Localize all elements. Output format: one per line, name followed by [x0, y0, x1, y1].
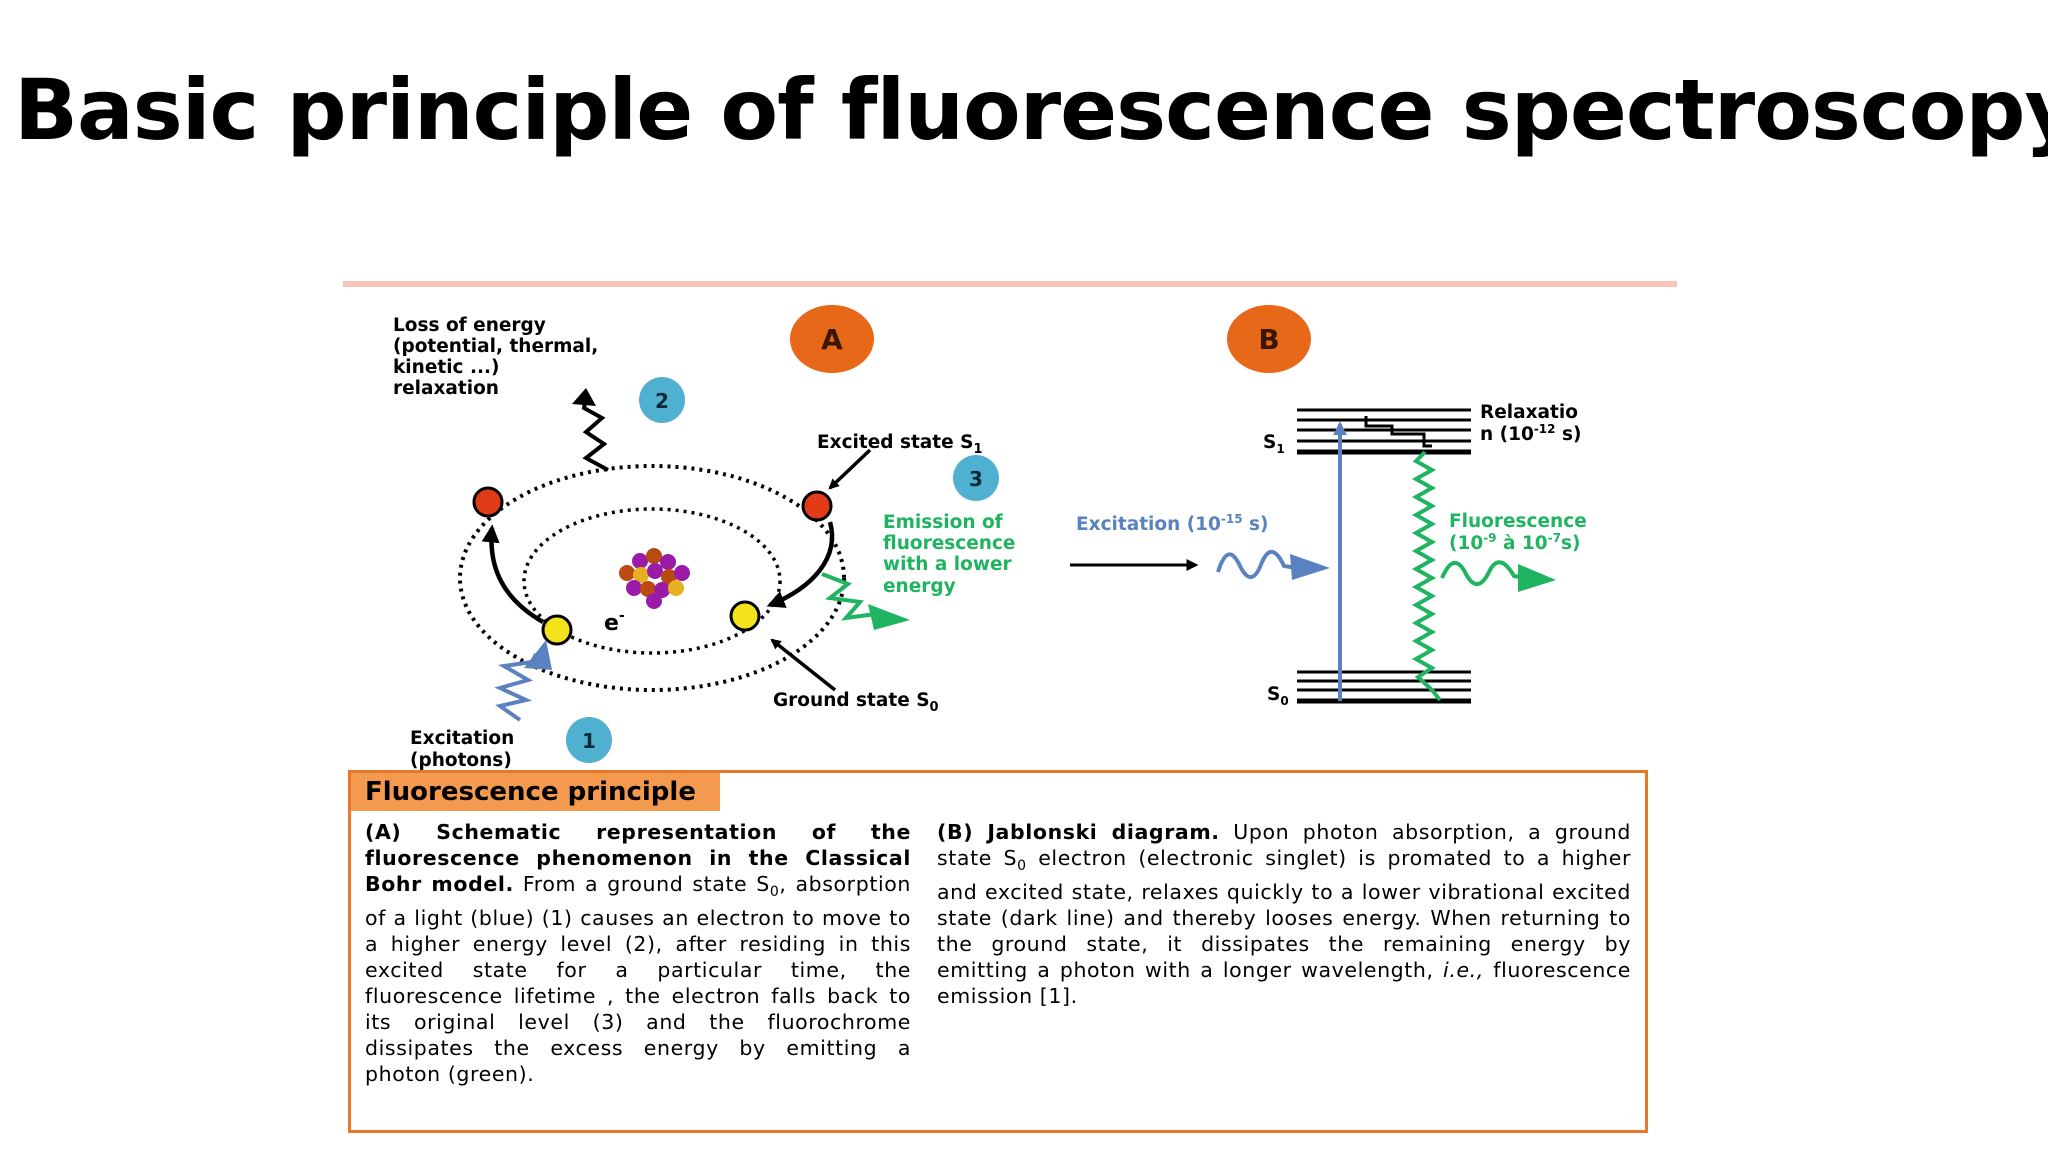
panel-b-badge: B — [1258, 323, 1279, 356]
relaxation-squiggle — [581, 397, 609, 472]
fluorescence-wave-arrowhead — [1518, 564, 1556, 592]
caption-header: Fluorescence principle — [351, 773, 720, 811]
fluorescence-label-line1: Fluorescence — [1449, 511, 1587, 532]
excitation-photon — [494, 653, 538, 722]
ground-state-pointer — [770, 638, 837, 692]
excitation-transition-arrow — [481, 524, 545, 624]
outer-orbit — [458, 464, 846, 692]
electron-excited-right — [801, 490, 833, 522]
excitation-wave — [1216, 550, 1297, 579]
svg-text:energy: energy — [883, 576, 956, 597]
electron-ground-left — [541, 614, 573, 646]
caption-panel-b-text: (B) Jablonski diagram. Upon photon absor… — [937, 820, 1632, 1009]
emission-label: Emission of fluorescence with a lower en… — [883, 512, 1015, 597]
excitation-photons-label: Excitation (photons) — [410, 728, 514, 771]
fluorescence-emission-squiggle — [1411, 450, 1442, 702]
nucleus — [619, 548, 690, 609]
loss-of-energy-label: Loss of energy (potential, thermal, kine… — [393, 315, 598, 399]
panel-b-badge-circle — [1227, 305, 1311, 373]
step-1-badge-circle — [566, 717, 612, 763]
relaxation-arrowhead — [572, 388, 596, 406]
inner-orbit — [522, 507, 782, 655]
excited-state-pointer — [828, 448, 872, 490]
emission-transition-arrow — [766, 521, 835, 608]
relaxation-steps — [1364, 416, 1432, 448]
svg-text:relaxation: relaxation — [393, 378, 499, 399]
svg-text:Emission of: Emission of — [883, 512, 1004, 533]
caption-panel-a-text: (A) Schematic representation of the fluo… — [365, 820, 911, 1087]
caption-box: Fluorescence principle (A) Schematic rep… — [348, 770, 1648, 1133]
step-3-badge: 3 — [969, 467, 983, 491]
relaxation-label-line2: n (10-12 s) — [1480, 422, 1581, 445]
step-2-badge: 2 — [655, 389, 669, 413]
svg-text:with a lower: with a lower — [883, 554, 1013, 575]
excitation-photon-arrowhead — [524, 640, 552, 670]
electron-label: e- — [604, 608, 625, 636]
panel-a: A Loss of energy (potential, thermal, ki… — [393, 305, 1015, 771]
s0-levels — [1297, 670, 1471, 704]
svg-text:Loss of energy: Loss of energy — [393, 315, 546, 336]
fluorescence-wave — [1440, 560, 1527, 586]
electron-excited-left — [472, 486, 504, 518]
relaxation-label-line1: Relaxatio — [1480, 402, 1578, 423]
panel-a-badge-circle — [790, 305, 874, 373]
fluorescence-label-line2: (10-9 à 10-7s) — [1449, 531, 1580, 554]
panel-b: B S1 S0 Relaxatio n (10-12 s) Excitation — [1070, 305, 1587, 708]
s1-label: S1 — [1263, 432, 1285, 456]
emission-photon-arrowhead — [868, 604, 910, 630]
excitation-wave-arrowhead — [1290, 554, 1330, 580]
svg-text:(potential, thermal,: (potential, thermal, — [393, 336, 598, 357]
panel-a-badge: A — [821, 323, 843, 356]
svg-text:fluorescence: fluorescence — [883, 533, 1015, 554]
excited-state-label: Excited state S1 — [817, 432, 983, 457]
electron-ground-right — [729, 600, 761, 632]
svg-text:Excitation: Excitation — [410, 728, 514, 749]
excitation-time-label: Excitation (10-15 s) — [1076, 512, 1269, 535]
s0-label: S0 — [1267, 684, 1289, 708]
step-2-badge-circle — [639, 377, 685, 423]
s1-levels — [1297, 408, 1471, 455]
step-3-badge-circle — [953, 455, 999, 501]
svg-text:kinetic ...): kinetic ...) — [393, 357, 500, 378]
svg-text:(photons): (photons) — [410, 750, 512, 771]
ground-state-label: Ground state S0 — [773, 690, 939, 715]
top-rule — [343, 281, 1677, 287]
slide-title: Basic principle of fluorescence spectros… — [14, 61, 2048, 159]
step-1-badge: 1 — [582, 729, 596, 753]
